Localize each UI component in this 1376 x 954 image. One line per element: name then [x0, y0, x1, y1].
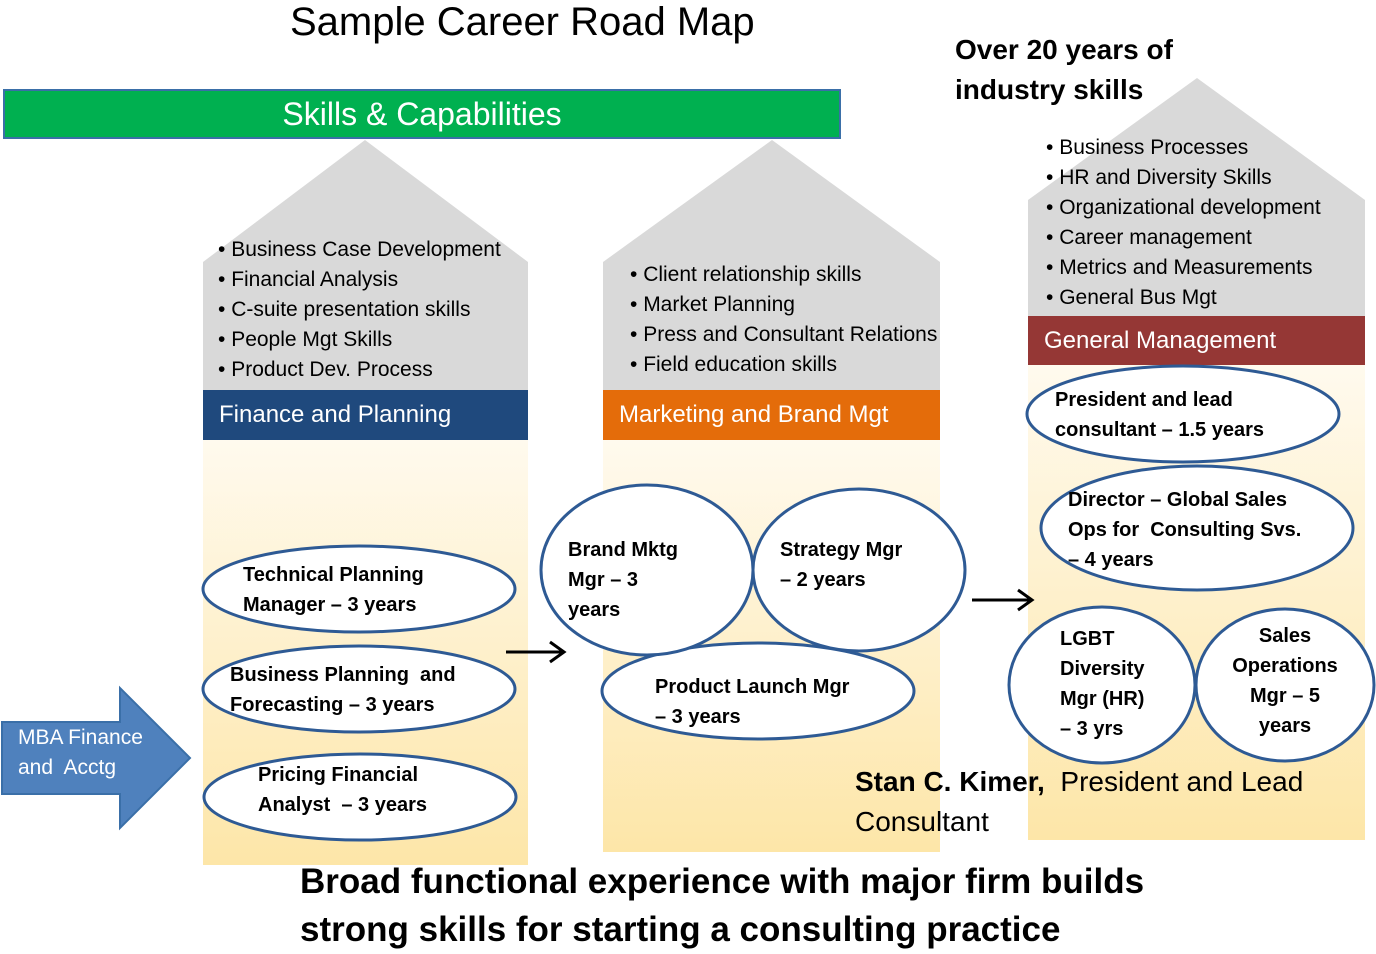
role-line: – 3 years — [655, 706, 741, 728]
marketing-header: Marketing and Brand Mgt — [619, 401, 889, 428]
marketing-skills-list: Client relationship skills Market Planni… — [630, 260, 937, 380]
role-line: Mgr (HR) — [1060, 688, 1145, 710]
role-line: – 4 years — [1068, 549, 1154, 571]
skill-item: General Bus Mgt — [1046, 283, 1321, 313]
role-lgbt-diversity-mgr: LGBT Diversity Mgr (HR) – 3 yrs — [1060, 624, 1145, 744]
skill-item: Metrics and Measurements — [1046, 253, 1321, 283]
role-oval — [751, 487, 967, 653]
role-president: President and lead consultant – 1.5 year… — [1055, 385, 1264, 445]
arrow-marketing-to-management — [972, 588, 1035, 612]
skill-item: Product Dev. Process — [218, 355, 501, 385]
role-line: Mgr – 5 — [1249, 685, 1321, 707]
skill-item: Career management — [1046, 223, 1321, 253]
role-line: Sales — [1258, 625, 1312, 647]
skill-item: Financial Analysis — [218, 265, 501, 295]
role-oval — [201, 544, 517, 634]
role-line: consultant – 1.5 years — [1055, 419, 1264, 441]
role-line: Product Launch Mgr — [655, 676, 850, 698]
author-role: President and Lead — [1060, 766, 1304, 797]
management-header: General Management — [1044, 327, 1277, 354]
role-line: Forecasting – 3 years — [230, 694, 435, 716]
role-line: years — [1258, 715, 1312, 737]
role-line: Pricing Financial — [258, 764, 419, 786]
role-line: Ops for Consulting Svs. — [1068, 519, 1302, 541]
role-oval — [1025, 364, 1341, 464]
skill-item: People Mgt Skills — [218, 325, 501, 355]
skill-item: Client relationship skills — [630, 260, 937, 290]
role-line: Brand Mktg — [568, 539, 678, 561]
skill-item: C-suite presentation skills — [218, 295, 501, 325]
skill-item: Field education skills — [630, 350, 937, 380]
role-line: Diversity — [1060, 658, 1145, 680]
industry-note: Over 20 years of industry skills — [955, 30, 1173, 110]
role-line: – 2 years — [780, 569, 866, 591]
role-line: Manager – 3 years — [243, 594, 417, 616]
role-line: LGBT — [1060, 628, 1115, 650]
role-line: Technical Planning — [243, 564, 424, 586]
start-label-line: MBA Finance — [18, 726, 143, 749]
footer-line: strong skills for starting a consulting … — [300, 910, 1061, 949]
start-arrow-shape — [1, 685, 192, 831]
author-name: Stan C. Kimer, — [855, 766, 1045, 797]
author-credit: Stan C. Kimer, President and Lead Consul… — [855, 762, 1303, 842]
skill-item: Press and Consultant Relations — [630, 320, 937, 350]
start-label: MBA Finance and Acctg — [18, 723, 143, 783]
role-oval — [600, 641, 916, 741]
role-business-planning: Business Planning and Forecasting – 3 ye… — [230, 660, 456, 720]
management-header-bar — [1028, 316, 1365, 365]
arrow-finance-to-marketing — [506, 640, 567, 664]
finance-header: Finance and Planning — [219, 401, 452, 428]
role-oval — [201, 644, 517, 734]
footer-statement: Broad functional experience with major f… — [300, 858, 1144, 954]
finance-header-bar — [203, 390, 528, 440]
role-line: Operations — [1232, 655, 1338, 677]
role-product-launch-mgr: Product Launch Mgr – 3 years — [655, 672, 849, 732]
role-oval — [1194, 607, 1376, 763]
role-director-global-sales: Director – Global Sales Ops for Consulti… — [1068, 485, 1301, 575]
role-line: – 3 yrs — [1060, 718, 1124, 740]
skill-item: Market Planning — [630, 290, 937, 320]
role-line: Business Planning and — [230, 664, 456, 686]
author-role-cont: Consultant — [855, 806, 989, 837]
role-technical-planning-manager: Technical Planning Manager – 3 years — [243, 560, 424, 620]
role-line: years — [568, 599, 621, 621]
role-oval — [1039, 464, 1355, 592]
role-sales-operations-mgr: Sales Operations Mgr – 5 years — [1215, 621, 1355, 741]
role-brand-mktg-mgr: Brand Mktg Mgr – 3 years — [568, 535, 678, 625]
marketing-header-bar — [603, 390, 940, 440]
page-title: Sample Career Road Map — [290, 0, 755, 44]
role-line: Director – Global Sales — [1068, 489, 1287, 511]
role-pricing-analyst: Pricing Financial Analyst – 3 years — [258, 760, 427, 820]
industry-note-line: industry skills — [955, 74, 1144, 105]
skills-banner: Skills & Capabilities — [3, 89, 841, 139]
skill-item: HR and Diversity Skills — [1046, 163, 1321, 193]
role-line: President and lead — [1055, 389, 1233, 411]
role-line: Strategy Mgr — [780, 539, 903, 561]
role-strategy-mgr: Strategy Mgr – 2 years — [780, 535, 902, 595]
skill-item: Business Case Development — [218, 235, 501, 265]
skill-item: Business Processes — [1046, 133, 1321, 163]
role-oval — [202, 752, 518, 842]
industry-note-line: Over 20 years of — [955, 34, 1173, 65]
skill-item: Organizational development — [1046, 193, 1321, 223]
management-skills-list: Business Processes HR and Diversity Skil… — [1046, 133, 1321, 313]
finance-skills-list: Business Case Development Financial Anal… — [218, 235, 501, 385]
role-line: Mgr – 3 — [568, 569, 639, 591]
start-label-line: and Acctg — [18, 756, 117, 779]
role-line: Analyst – 3 years — [258, 794, 427, 816]
footer-line: Broad functional experience with major f… — [300, 862, 1145, 901]
